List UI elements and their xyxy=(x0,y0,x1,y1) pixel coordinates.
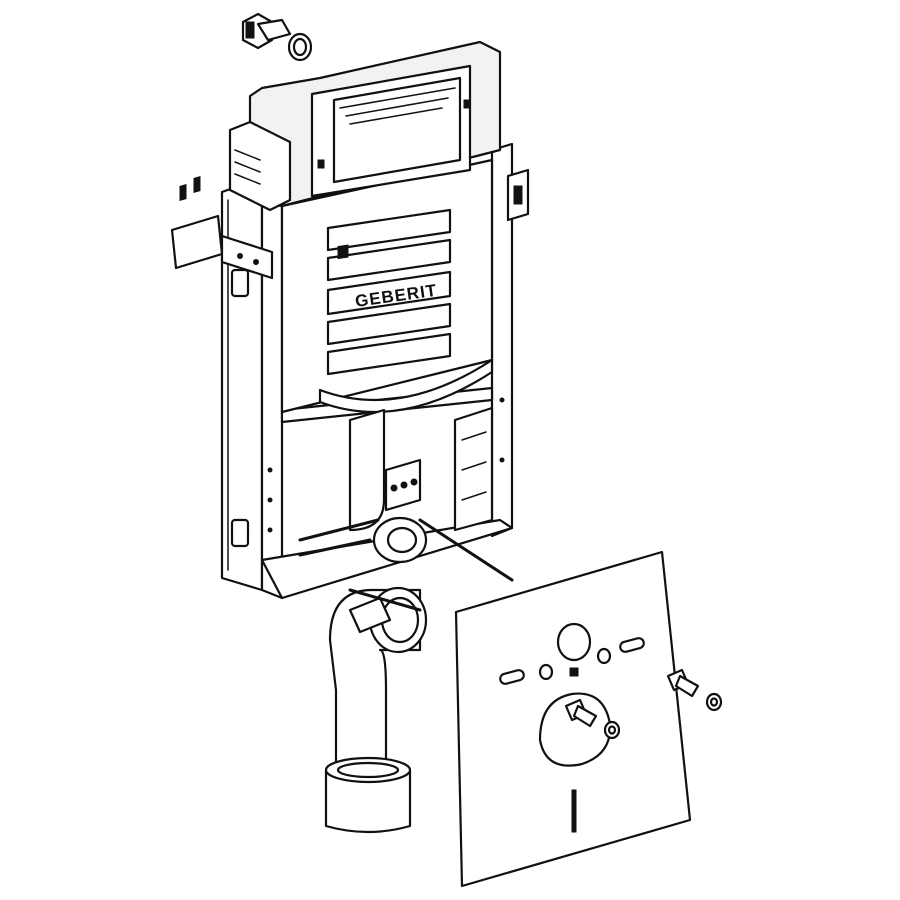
water-supply-connector xyxy=(241,12,313,62)
drain-bend xyxy=(298,408,514,834)
fixing-bolts xyxy=(564,668,723,740)
inspection-opening xyxy=(310,64,472,198)
wall-mounting-brackets xyxy=(170,168,530,280)
